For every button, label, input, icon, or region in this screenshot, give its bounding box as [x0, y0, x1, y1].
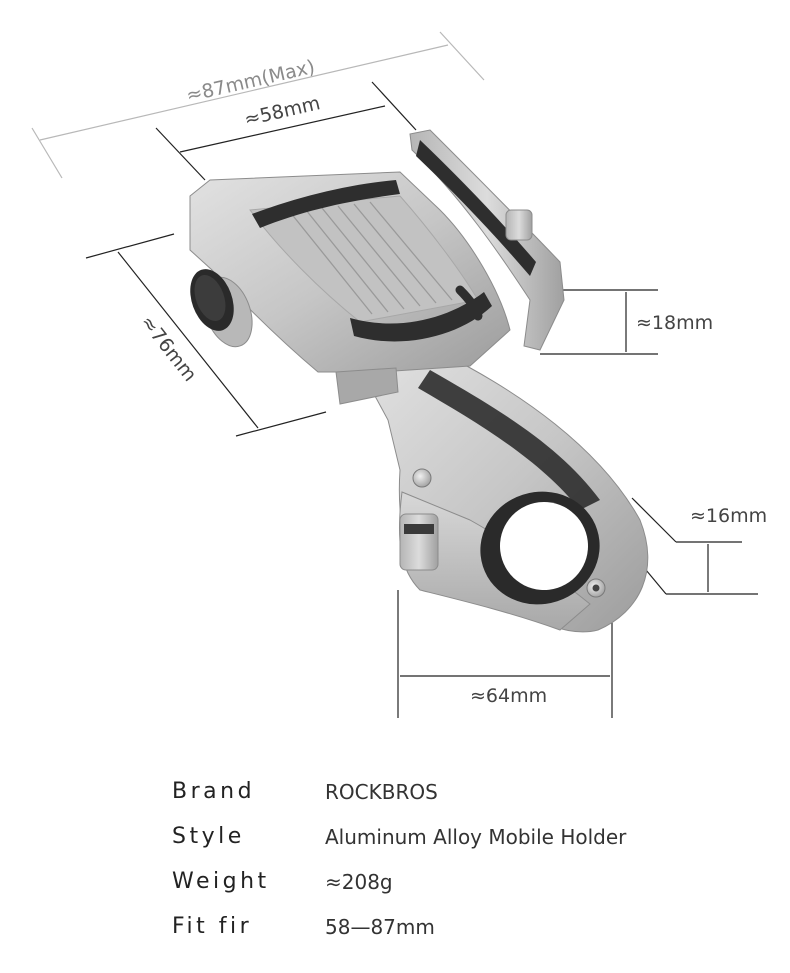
spec-value: ≈208g [325, 870, 393, 894]
spec-table: Brand ROCKBROS Style Aluminum Alloy Mobi… [172, 775, 692, 955]
spec-key: Style [172, 824, 245, 849]
product-illustration: ≈87mm(Max) ≈58mm ≈76mm ≈18mm ≈16mm [31, 31, 767, 718]
spec-row-fit: Fit fir 58—87mm [172, 910, 692, 955]
spec-value: Aluminum Alloy Mobile Holder [325, 825, 627, 849]
spec-value: 58—87mm [325, 915, 435, 939]
dim-clamp-thickness-label: ≈16mm [690, 505, 767, 527]
spec-key: Brand [172, 779, 256, 804]
dim-clamp-width-label: ≈64mm [470, 685, 547, 707]
dim-min-width-label: ≈58mm [242, 92, 322, 131]
screw-icon [412, 468, 432, 488]
rubber-pad-top [252, 180, 400, 228]
spec-key: Fit fir [172, 914, 253, 939]
dim-grip-depth: ≈18mm [540, 289, 713, 355]
spec-value: ROCKBROS [325, 780, 438, 804]
dim-grip-depth-label: ≈18mm [636, 312, 713, 334]
adjust-knob-small [505, 209, 533, 241]
dim-clamp-width: ≈64mm [397, 590, 613, 718]
spec-row-weight: Weight ≈208g [172, 865, 692, 910]
spec-key: Weight [172, 869, 270, 894]
hinge [399, 513, 439, 571]
adjust-knob-icon [190, 269, 253, 348]
spec-row-style: Style Aluminum Alloy Mobile Holder [172, 820, 692, 865]
dim-height-label: ≈76mm [136, 312, 201, 386]
spec-row-brand: Brand ROCKBROS [172, 775, 692, 820]
dim-clamp-thickness: ≈16mm [631, 497, 767, 595]
rubber-pad-bottom [350, 292, 492, 342]
phone-holder [189, 129, 649, 633]
